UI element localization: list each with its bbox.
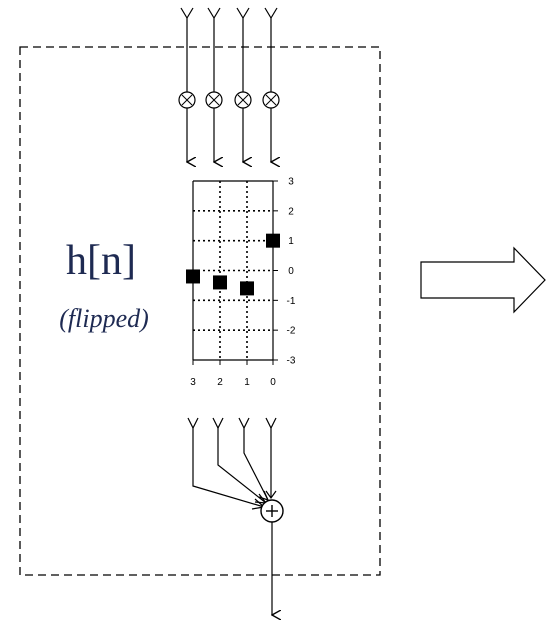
input-taps — [178, 7, 280, 162]
y-tick-label: 0 — [288, 266, 294, 277]
y-tick-label: 1 — [288, 236, 294, 247]
x-tick-label: 2 — [217, 377, 223, 388]
hollow-right-arrow-icon — [420, 246, 546, 314]
y-tick-label: 2 — [288, 206, 294, 217]
x-tick-label: 0 — [270, 377, 276, 388]
diagram-subtitle: (flipped) — [59, 304, 149, 333]
circled-times-icon — [234, 91, 252, 109]
x-tick-label: 1 — [244, 377, 250, 388]
circled-times-icon — [205, 91, 223, 109]
y-tick-label: 3 — [288, 177, 294, 188]
input-tap-1 — [234, 7, 252, 162]
y-tick-label: -3 — [287, 356, 296, 367]
data-point — [213, 275, 227, 290]
data-point — [240, 281, 254, 296]
input-tap-0 — [262, 7, 280, 162]
impulse-response-plot: 3 2 1 0 -1 -2 -3 3 2 1 0 — [186, 177, 296, 388]
dashed-filter-box — [19, 46, 381, 576]
data-point — [186, 269, 200, 284]
y-tick-label: -2 — [287, 326, 296, 337]
circled-times-icon — [262, 91, 280, 109]
input-tap-3 — [178, 7, 196, 162]
circled-times-icon — [178, 91, 196, 109]
data-point — [266, 233, 280, 248]
diagram-title: h[n] — [66, 238, 136, 284]
y-tick-label: -1 — [287, 296, 296, 307]
summation-inputs — [187, 417, 277, 510]
input-tap-2 — [205, 7, 223, 162]
x-tick-label: 3 — [190, 377, 196, 388]
circled-plus-icon — [260, 499, 284, 523]
